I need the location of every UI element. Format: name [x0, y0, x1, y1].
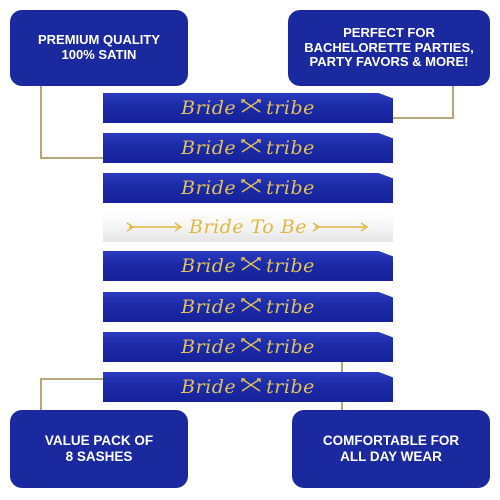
sash-label: tribe	[266, 177, 315, 199]
crossed-arrows-icon	[240, 296, 262, 318]
callout-premium-quality: PREMIUM QUALITY 100% SATIN	[10, 10, 188, 86]
sash-text: Bride tribe	[181, 177, 315, 199]
sash-blue: Bride tribe	[103, 332, 393, 362]
sash-blue: Bride tribe	[103, 133, 393, 163]
crossed-arrows-icon	[240, 97, 262, 119]
sash-label: Bride To Be	[189, 216, 307, 238]
callout-line: BACHELORETTE PARTIES,	[304, 39, 474, 55]
callout-perfect-for: PERFECT FOR BACHELORETTE PARTIES, PARTY …	[288, 10, 490, 86]
callout-line: VALUE PACK OF	[44, 433, 154, 449]
crossed-arrows-icon	[240, 255, 262, 277]
sash-label: Bride	[181, 336, 237, 358]
callout-line: PARTY FAVORS & MORE!	[309, 54, 469, 70]
crossed-arrows-icon	[240, 177, 262, 199]
sash-label: Bride	[181, 255, 237, 277]
connector-line	[40, 157, 103, 159]
sash-label: Bride	[181, 137, 237, 159]
sash-blue: Bride tribe	[103, 251, 393, 281]
sash-label: tribe	[266, 137, 315, 159]
callout-line: 8 SASHES	[65, 449, 133, 464]
sash-blue: Bride tribe	[103, 93, 393, 123]
sash-label: tribe	[266, 255, 315, 277]
callout-line: COMFORTABLE FOR	[322, 433, 460, 449]
sash-text: Bride To Be	[125, 216, 371, 238]
sash-blue: Bride tribe	[103, 372, 393, 402]
sash-text: Bride tribe	[181, 376, 315, 398]
sash-blue: Bride tribe	[103, 292, 393, 322]
arrow-icon	[125, 216, 185, 238]
connector-line	[393, 117, 454, 119]
callout-comfortable: COMFORTABLE FOR ALL DAY WEAR	[292, 410, 490, 488]
callout-line: ALL DAY WEAR	[340, 449, 442, 464]
connector-line	[40, 378, 103, 380]
sash-label: tribe	[266, 376, 315, 398]
sash-label: Bride	[181, 296, 237, 318]
sash-text: Bride tribe	[181, 137, 315, 159]
sash-text: Bride tribe	[181, 336, 315, 358]
arrow-icon	[311, 216, 371, 238]
sash-text: Bride tribe	[181, 97, 315, 119]
sash-blue: Bride tribe	[103, 173, 393, 203]
connector-line	[452, 86, 454, 118]
sash-label: Bride	[181, 97, 237, 119]
sash-label: tribe	[266, 296, 315, 318]
sash-label: Bride	[181, 177, 237, 199]
connector-line	[40, 86, 42, 158]
connector-line	[40, 378, 42, 410]
callout-line: 100% SATIN	[61, 47, 137, 62]
sash-text: Bride tribe	[181, 296, 315, 318]
callout-line: PREMIUM QUALITY	[37, 32, 161, 48]
sash-white: Bride To Be	[103, 212, 393, 242]
crossed-arrows-icon	[240, 137, 262, 159]
sash-text: Bride tribe	[181, 255, 315, 277]
sash-label: tribe	[266, 336, 315, 358]
sash-label: tribe	[266, 97, 315, 119]
callout-value-pack: VALUE PACK OF 8 SASHES	[10, 410, 188, 488]
crossed-arrows-icon	[240, 336, 262, 358]
callout-line: PERFECT FOR	[343, 24, 435, 40]
sash-label: Bride	[181, 376, 237, 398]
crossed-arrows-icon	[240, 376, 262, 398]
